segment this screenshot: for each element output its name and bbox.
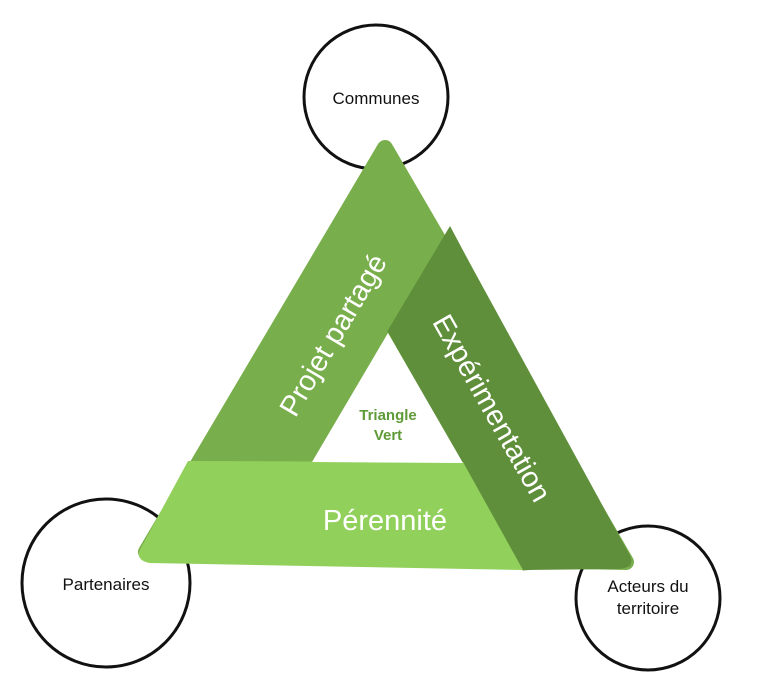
node-communes: Communes xyxy=(302,23,450,171)
node-label: Partenaires xyxy=(63,575,150,594)
inner-triangle xyxy=(312,333,463,463)
side-perennite xyxy=(138,461,523,570)
label-perennite: Pérennité xyxy=(323,505,447,537)
center-label-line2: Vert xyxy=(374,427,402,444)
node-acteurs: Acteurs du territoire xyxy=(574,524,722,672)
node-label: Communes xyxy=(333,89,420,108)
node-label-line2: territoire xyxy=(617,599,679,618)
center-label-line1: Triangle xyxy=(359,407,417,424)
triangle xyxy=(138,140,634,571)
node-label-line1: Acteurs du xyxy=(607,577,688,596)
side-experimentation-fill xyxy=(388,227,632,570)
